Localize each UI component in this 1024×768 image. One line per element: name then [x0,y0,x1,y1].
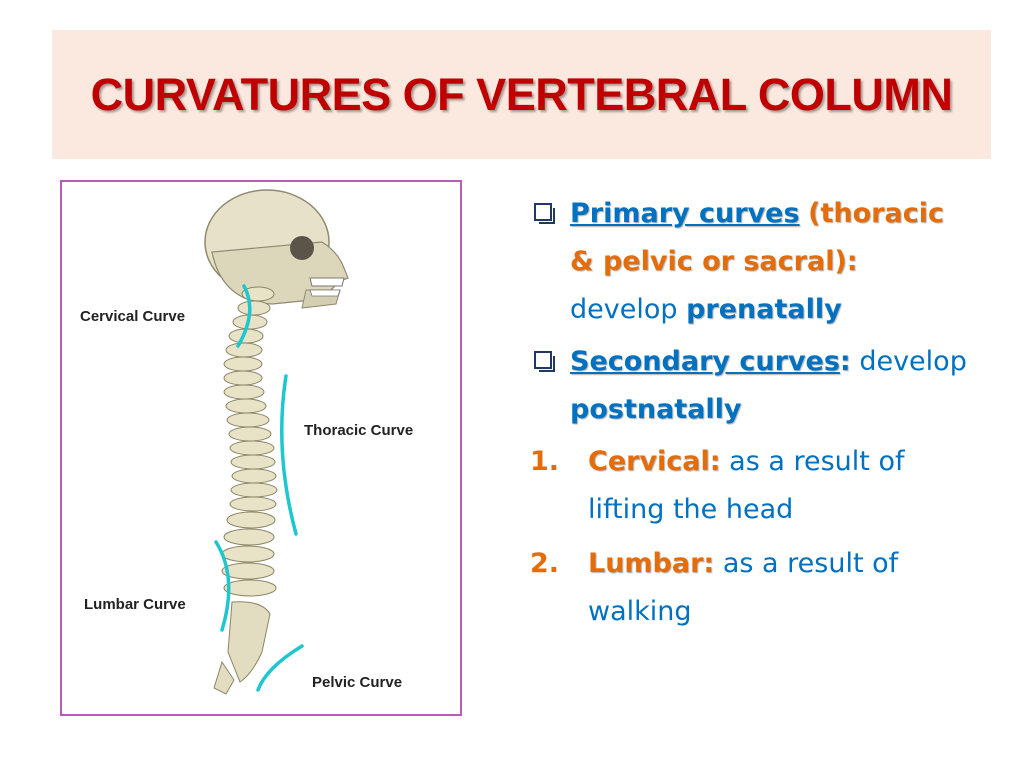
title-bar: CURVATURES OF VERTEBRAL COLUMN [52,30,991,159]
bullet-secondary-curves: Secondary curves: develop postnatally [530,338,970,434]
cervical-text: as a result of lifting the head [588,446,905,525]
thoracic-curve-label: Thoracic Curve [304,422,414,439]
checkbox-bullet-icon [534,351,555,372]
list-number: 2. [530,548,560,579]
secondary-curves-heading: Secondary curves [570,346,840,377]
lumbar-curve-label: Lumbar Curve [84,596,186,613]
secondary-curves-colon: : [839,346,851,377]
secondary-curves-emphasis: postnatally [570,394,742,425]
cervical-curve-line [236,284,252,348]
checkbox-bullet-icon [534,203,555,224]
primary-curves-detail: (thoracic & pelvic or sacral): [570,198,944,277]
numbered-item-cervical: 1. Cervical: as a result of lifting the … [530,438,970,534]
cervical-term: Cervical: [588,446,721,477]
pelvic-curve-line [256,644,304,692]
slide-title: CURVATURES OF VERTEBRAL COLUMN [90,68,953,120]
cervical-curve-label: Cervical Curve [80,308,186,325]
spine-figure: Cervical Curve Thoracic Curve Lumbar Cur… [60,180,462,716]
primary-curves-heading: Primary curves [570,198,800,229]
bullet-primary-curves: Primary curves (thoracic & pelvic or sac… [530,190,970,334]
vertebrae-column [213,286,278,695]
lumbar-text: as a result of walking [588,548,899,627]
numbered-item-lumbar: 2. Lumbar: as a result of walking [530,540,970,636]
spine-illustration [204,189,349,695]
primary-curves-text: develop [570,294,678,325]
lumbar-term: Lumbar: [588,548,715,579]
secondary-curves-text: develop [859,346,967,377]
lumbar-curve-line [214,540,231,632]
primary-curves-emphasis: prenatally [686,294,842,325]
pelvic-curve-label: Pelvic Curve [312,674,403,691]
curve-markers [214,284,304,692]
thoracic-curve-line [280,374,298,536]
list-number: 1. [530,446,560,477]
skull-image [204,189,349,309]
content-panel: Primary curves (thoracic & pelvic or sac… [530,190,970,642]
